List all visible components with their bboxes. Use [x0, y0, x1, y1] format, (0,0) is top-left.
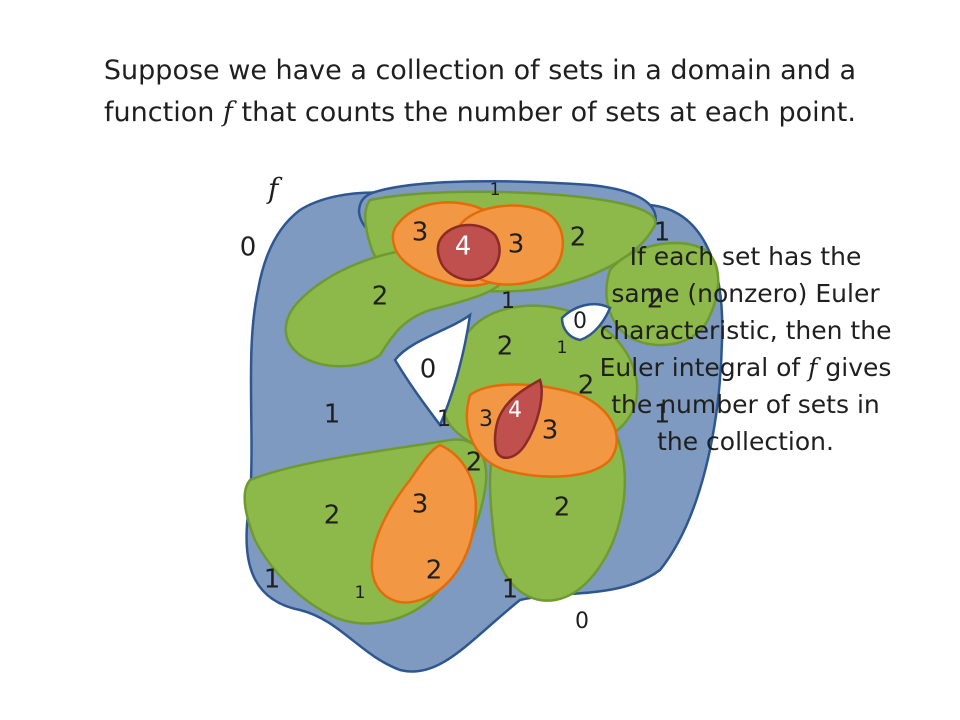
- label-red-top: 4: [455, 232, 472, 262]
- diagram-function-symbol: f: [266, 172, 283, 205]
- heading-line-1: Suppose we have a collection of sets in …: [103, 55, 857, 86]
- slide-heading: Suppose we have a collection of sets in …: [0, 50, 960, 134]
- label-small-one-d: 1: [355, 583, 366, 603]
- side-text-part-1: If each set has the same (nonzero) Euler…: [599, 242, 892, 382]
- label-green-lower-mid: 2: [466, 448, 483, 478]
- label-outer-top: 1: [490, 180, 501, 200]
- label-orange-center-left: 3: [479, 407, 493, 432]
- heading-line-2-pre: function: [104, 97, 223, 128]
- label-orange-top-left: 3: [412, 218, 429, 248]
- side-text-part-2: gives the number of sets in the collecti…: [611, 353, 892, 456]
- label-small-one-a: 1: [501, 289, 515, 314]
- label-left-mid: 1: [324, 400, 341, 430]
- label-small-one-b: 1: [557, 338, 568, 358]
- orange-set-bottom: [370, 443, 478, 604]
- label-green-right: 2: [647, 285, 664, 315]
- label-green-center: 2: [497, 332, 514, 362]
- label-green-top-left: 2: [372, 282, 389, 312]
- label-small-one-c: 1: [437, 407, 451, 432]
- label-green-center-right: 2: [578, 371, 595, 401]
- label-orange-top-right: 3: [508, 230, 525, 260]
- label-outside-left: 0: [240, 233, 257, 263]
- label-outside-bottom: 0: [575, 609, 589, 634]
- label-orange-bottom: 3: [412, 490, 429, 520]
- label-green-top-right: 2: [570, 223, 587, 253]
- heading-function-symbol: f: [222, 97, 233, 128]
- label-bottom-mid: 1: [502, 575, 519, 605]
- label-right-mid: 1: [654, 400, 671, 430]
- heading-line-2-post: that counts the number of sets at each p…: [232, 97, 856, 128]
- side-text-function-symbol: f: [808, 353, 818, 382]
- label-green-lower-right: 2: [554, 493, 571, 523]
- label-bottom-left: 1: [264, 565, 281, 595]
- side-explanation: If each set has the same (nonzero) Euler…: [598, 238, 893, 460]
- label-red-center: 4: [508, 398, 522, 423]
- label-hole-right: 0: [573, 309, 587, 334]
- green-set-right-blob: [605, 241, 720, 347]
- red-region-center: [493, 378, 543, 459]
- label-green-bottom-left: 2: [324, 501, 341, 531]
- hole-right: [560, 302, 612, 342]
- label-hole-left: 0: [420, 355, 437, 385]
- heading-line-2: function f that counts the number of set…: [0, 92, 960, 134]
- label-top-right: 1: [654, 218, 671, 248]
- red-region-top: [436, 223, 501, 282]
- label-green-bottom: 2: [426, 556, 443, 586]
- label-orange-center-right: 3: [542, 416, 559, 446]
- hole-left: [393, 312, 472, 428]
